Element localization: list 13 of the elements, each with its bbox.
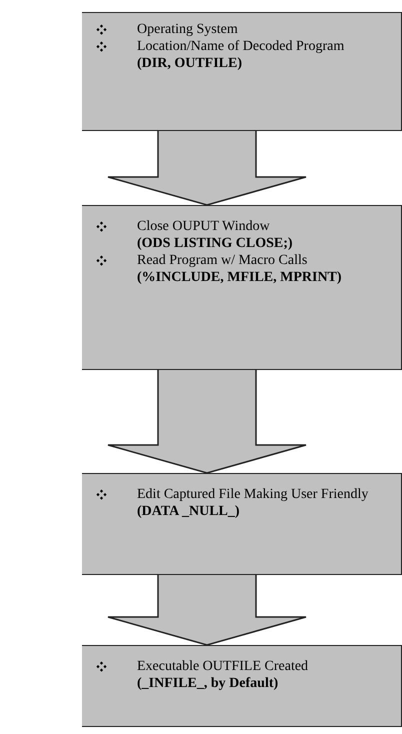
block-arrow: [107, 573, 307, 646]
block-arrow: [107, 368, 307, 474]
block-arrow: [107, 129, 307, 206]
process-box: [82, 205, 402, 370]
process-box: [82, 473, 402, 575]
bullet-text: Operating System: [137, 21, 239, 38]
bullet-text: Executable OUTFILE Created (_INFILE_, by Default): [137, 658, 310, 692]
bullet-text: Edit Captured File Making User Friendly (DATA _NULL_): [137, 486, 370, 520]
process-box: [82, 12, 402, 131]
bullet-text: Location/Name of Decoded Program (DIR, OUTFILE): [137, 38, 346, 72]
process-box: [82, 645, 402, 727]
bullet-text: Read Program w/ Macro Calls (%INCLUDE, MFILE, MPRINT): [137, 252, 343, 286]
bullet-text: Close OUPUT Window (ODS LISTING CLOSE;): [137, 218, 294, 252]
